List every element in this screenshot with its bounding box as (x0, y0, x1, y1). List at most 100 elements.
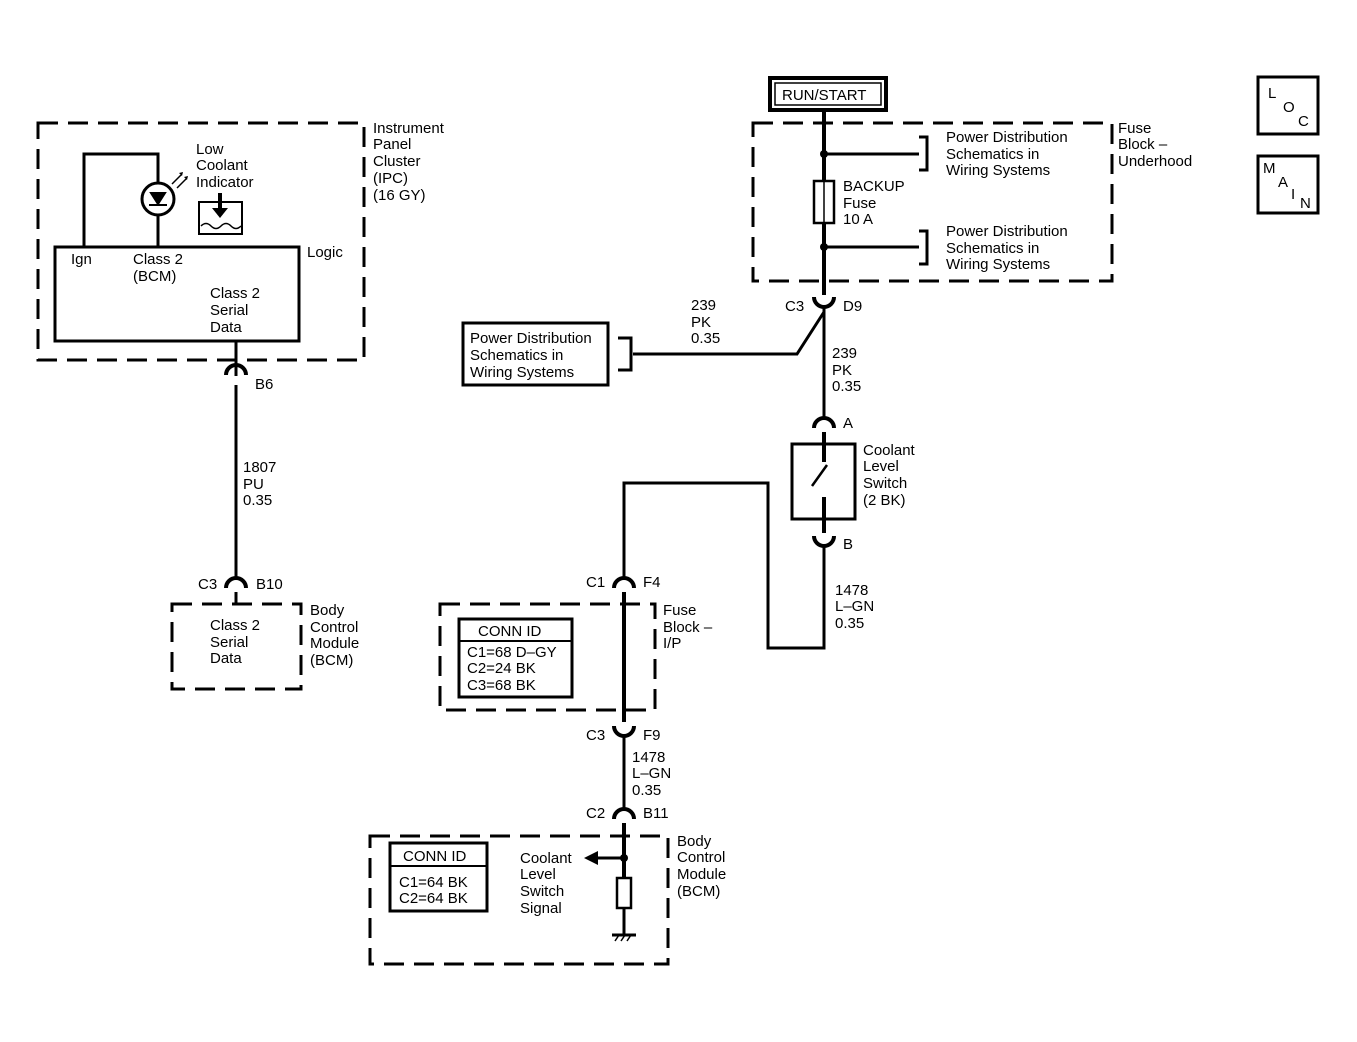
loc-button[interactable]: L O C (1256, 75, 1320, 136)
conn-id-table-bcm (388, 841, 489, 913)
diagram-label: Module (677, 866, 726, 883)
diagram-label: C1=64 BK (399, 874, 468, 891)
diagram-label: 1807 (243, 459, 276, 476)
diagram-label: Indicator (196, 174, 254, 191)
diagram-label: 0.35 (835, 615, 864, 632)
diagram-label: F9 (643, 727, 661, 744)
diagram-label: Data (210, 650, 242, 667)
diagram-label: Control (677, 849, 725, 866)
diagram-label: 0.35 (691, 330, 720, 347)
diagram-label: Serial (210, 302, 248, 319)
run-start-label: RUN/START (782, 87, 866, 104)
logic-block (53, 245, 301, 343)
body-control-module-bottom: CONN ID C1=64 BK C2=64 BK Coolant Level … (368, 823, 726, 966)
diagram-label: Fuse (843, 195, 876, 212)
diagram-label: I (1291, 186, 1295, 203)
diagram-label: B (843, 536, 853, 553)
diagram-label: C2=24 BK (467, 660, 536, 677)
diagram-label: CONN ID (403, 848, 467, 865)
diagram-label: L–GN (632, 765, 671, 782)
diagram-label: L–GN (835, 598, 874, 615)
diagram-label: Wiring Systems (470, 364, 574, 381)
diagram-label: Module (310, 635, 359, 652)
diagram-label: Class 2 (133, 251, 183, 268)
diagram-label: (2 BK) (863, 492, 906, 509)
coolant-level-icon (198, 193, 243, 235)
diagram-label: 0.35 (632, 782, 661, 799)
fuse-block-underhood: Fuse Block – Underhood BACKUP Fuse 10 A … (751, 110, 1192, 295)
diagram-label: C3 (198, 576, 217, 593)
diagram-label: Class 2 (210, 617, 260, 634)
diagram-label: Cluster (373, 153, 421, 170)
diagram-label: C1 (586, 574, 605, 591)
diagram-label: Power Distribution (946, 129, 1068, 146)
diagram-label: Signal (520, 900, 562, 917)
instrument-panel-cluster: Instrument Panel Cluster (IPC) (16 GY) L… (36, 120, 445, 362)
diagram-label: O (1283, 99, 1295, 116)
diagram-label: 0.35 (243, 492, 272, 509)
main-button[interactable]: M A I N (1256, 154, 1320, 215)
fuse-block-ip: CONN ID C1=68 D–GY C2=24 BK C3=68 BK Fus… (438, 592, 713, 722)
diagram-label: CONN ID (478, 623, 542, 640)
connector-c3-b10 (224, 576, 248, 589)
diagram-label: Instrument (373, 120, 445, 137)
diagram-label: A (843, 415, 853, 432)
diagram-label: Coolant (520, 850, 573, 867)
diagram-label: C2=64 BK (399, 890, 468, 907)
coolant-level-switch: Coolant Level Switch (2 BK) (790, 442, 916, 521)
diagram-label: PK (691, 314, 711, 331)
diagram-label: B10 (256, 576, 283, 593)
diagram-label: BACKUP (843, 178, 905, 195)
diagram-label: Serial (210, 634, 248, 651)
connector-c3-f9 (612, 725, 636, 738)
diagram-label: (BCM) (310, 652, 353, 669)
diagram-label: Control (310, 619, 358, 636)
connector-b6-label: B6 (255, 376, 273, 393)
connector-c1-f4 (612, 576, 636, 589)
diagram-label: Schematics in (946, 240, 1039, 257)
connector-a (812, 416, 836, 429)
connector-b (812, 535, 836, 548)
diagram-label: C1=68 D–GY (467, 644, 557, 661)
diagram-label: Schematics in (470, 347, 563, 364)
diagram-label: Coolant (863, 442, 916, 459)
diagram-label: (16 GY) (373, 187, 426, 204)
diagram-label: Switch (520, 883, 564, 900)
diagram-label: Fuse (1118, 120, 1151, 137)
diagram-label: 1478 (632, 749, 665, 766)
diagram-label: Panel (373, 136, 411, 153)
diagram-label: (BCM) (133, 268, 176, 285)
diagram-label: C3=68 BK (467, 677, 536, 694)
diagram-label: 10 A (843, 211, 873, 228)
conn-id-table-ip (457, 617, 574, 699)
diagram-label: Low (196, 141, 224, 158)
diagram-label: (IPC) (373, 170, 408, 187)
diagram-label: C2 (586, 805, 605, 822)
power-distribution-left[interactable]: Power Distribution Schematics in Wiring … (461, 321, 610, 387)
diagram-label: Power Distribution (470, 330, 592, 347)
diagram-label: D9 (843, 298, 862, 315)
diagram-label: Logic (307, 244, 343, 261)
diagram-label: Switch (863, 475, 907, 492)
connector-c2-b11 (612, 807, 636, 820)
connector-c3-d9 (812, 296, 836, 309)
diagram-label: Class 2 (210, 285, 260, 302)
resistor-icon (615, 876, 633, 910)
diagram-label: I/P (663, 635, 681, 652)
diagram-label: F4 (643, 574, 661, 591)
diagram-label: Power Distribution (946, 223, 1068, 240)
diagram-label: C (1298, 113, 1309, 130)
diagram-label: Body (677, 833, 712, 850)
diagram-label: N (1300, 195, 1311, 212)
diagram-label: C3 (785, 298, 804, 315)
diagram-label: Underhood (1118, 153, 1192, 170)
diagram-label: Fuse (663, 602, 696, 619)
diagram-label: Block – (1118, 136, 1168, 153)
diagram-label: M (1263, 160, 1276, 177)
diagram-label: C3 (586, 727, 605, 744)
connector-b6 (224, 363, 248, 376)
diagram-label: PU (243, 476, 264, 493)
diagram-label: L (1268, 85, 1276, 102)
diagram-label: 0.35 (832, 378, 861, 395)
